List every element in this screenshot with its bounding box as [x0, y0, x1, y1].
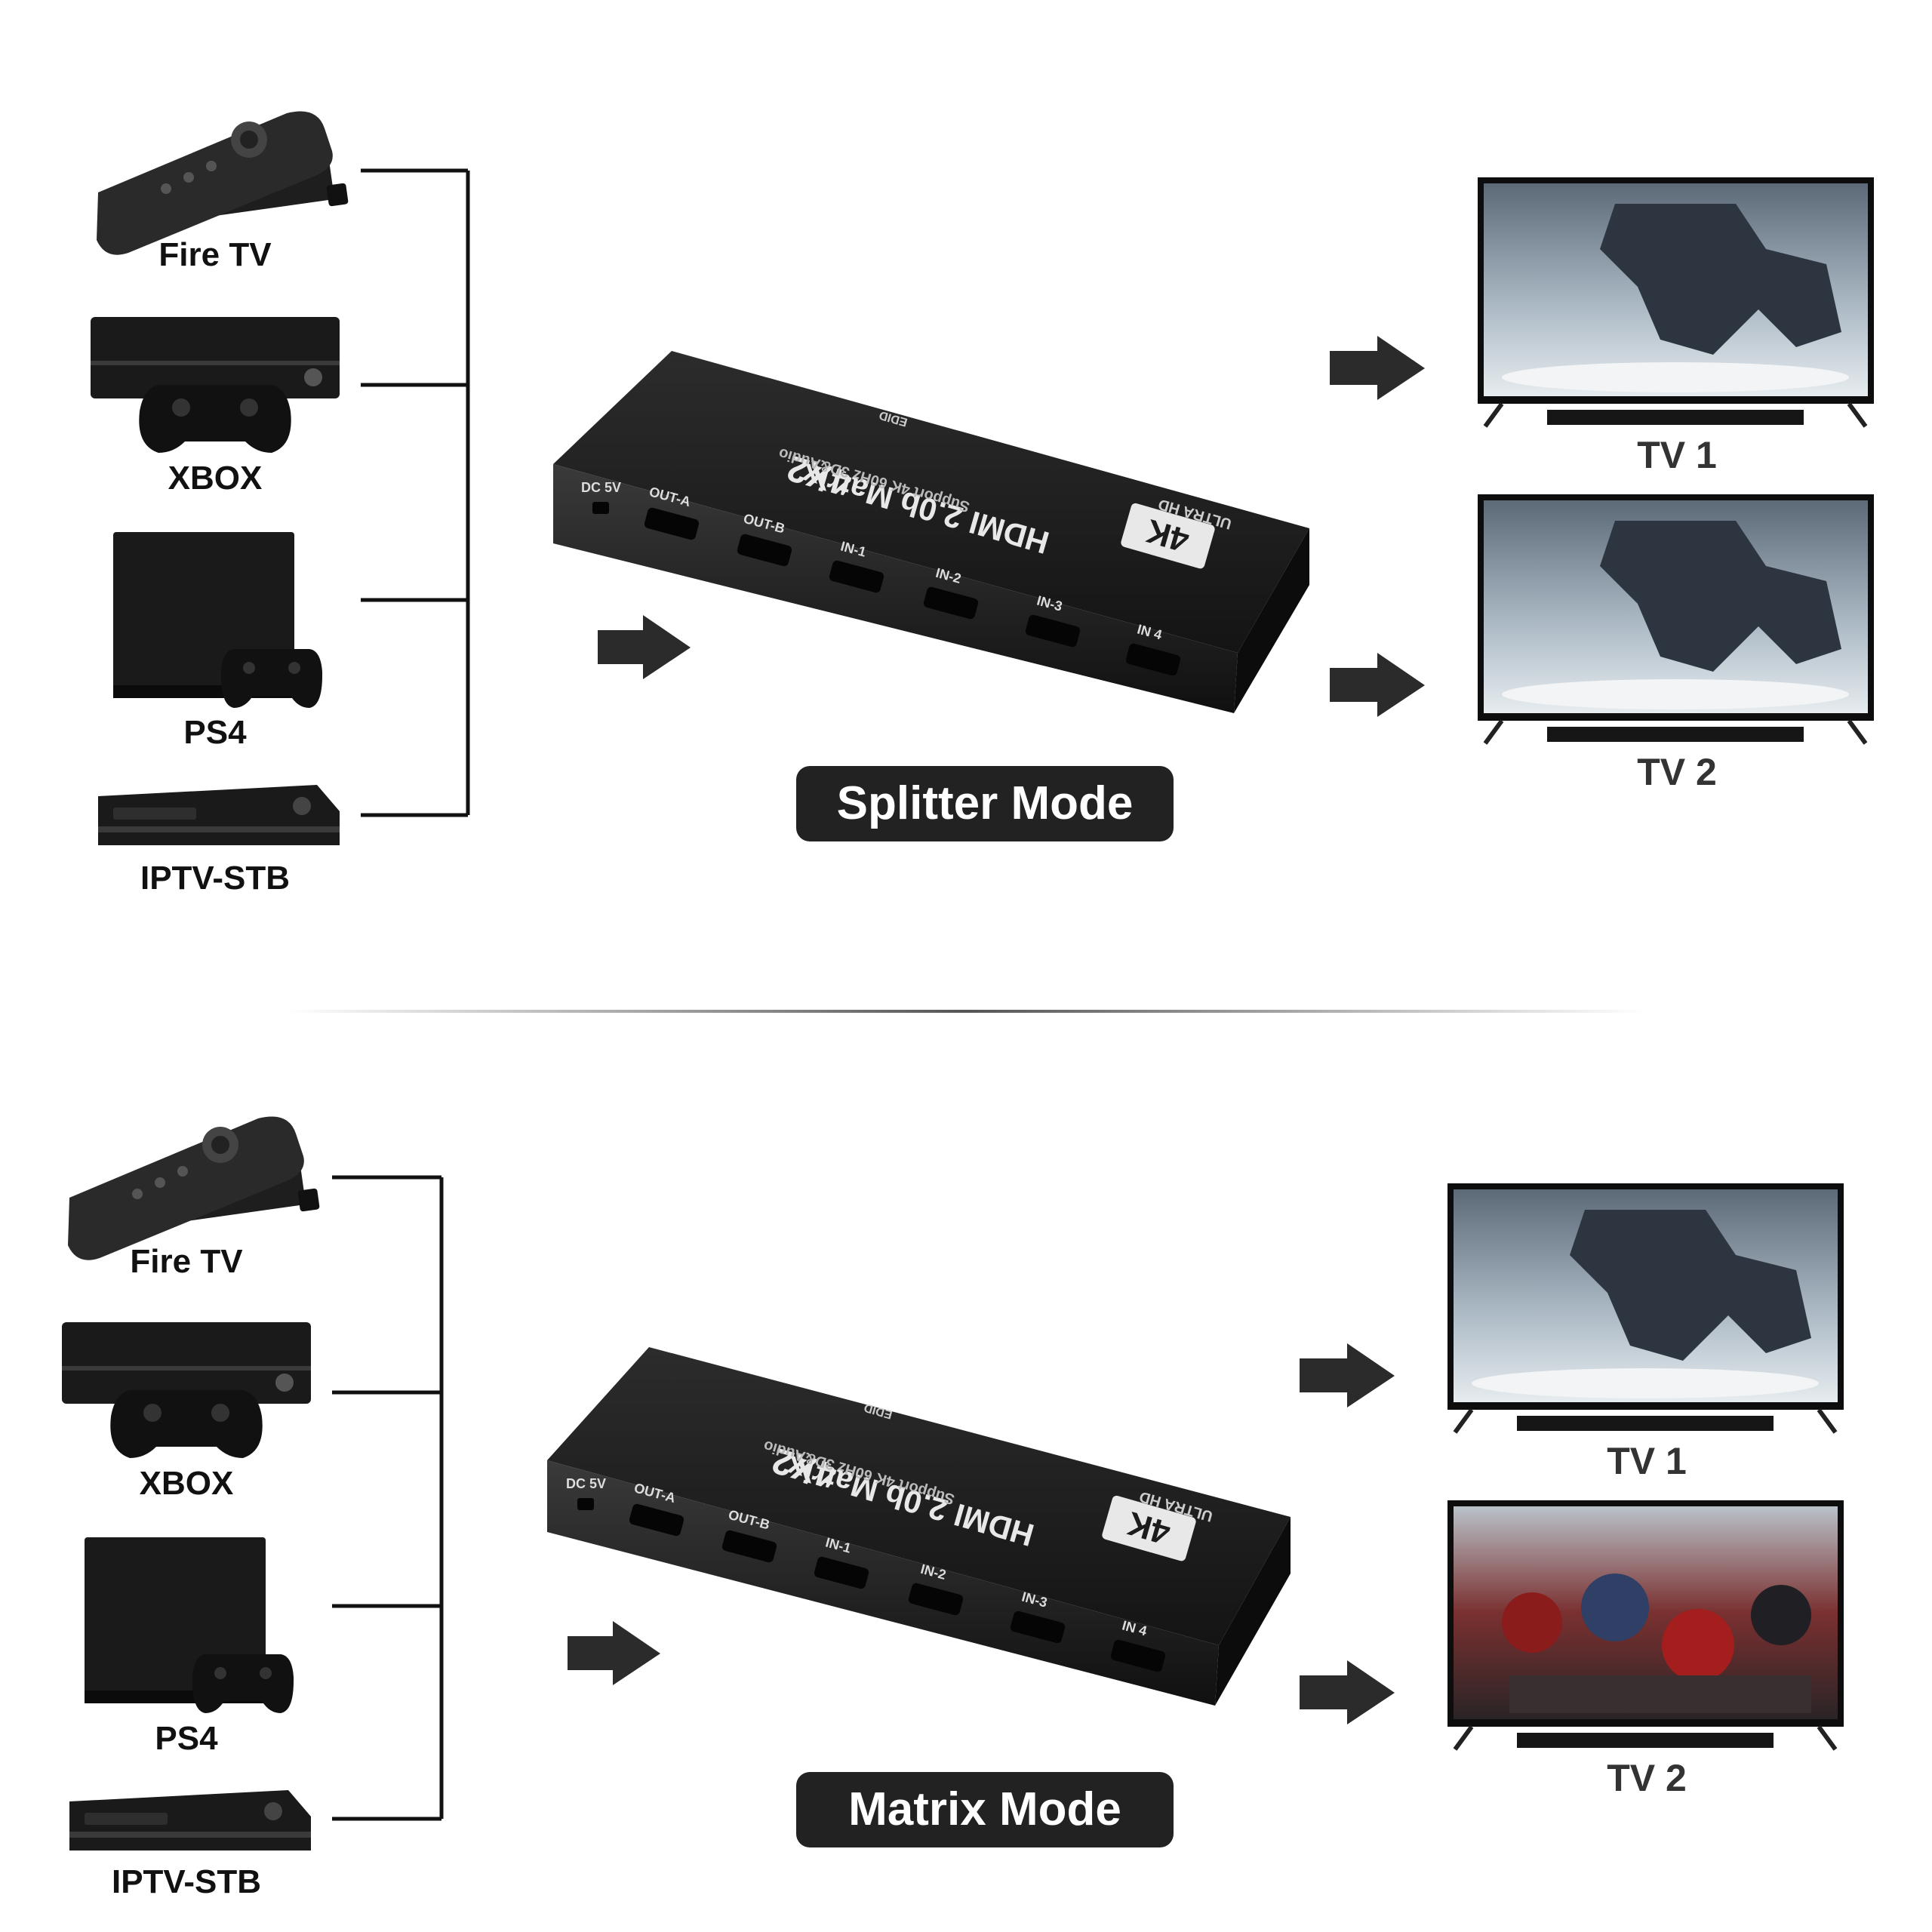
set-top-box-icon: [69, 1790, 311, 1850]
xbox-icon: [62, 1322, 311, 1458]
device-port-dc5v: DC 5V: [581, 480, 621, 514]
source-label-ps4: PS4: [155, 1720, 218, 1757]
source-label-ps4: PS4: [183, 714, 247, 751]
input-arrow: [598, 615, 691, 679]
section-divider: [287, 1010, 1645, 1013]
source-bracket: [332, 1175, 444, 1821]
source-label-xbox: XBOX: [140, 1465, 234, 1502]
output-arrow-tv1: [1330, 336, 1425, 400]
mode-label: Matrix Mode: [848, 1783, 1121, 1835]
set-top-box-icon: [98, 785, 340, 845]
source-bracket: [361, 168, 470, 817]
tv-1: [1478, 177, 1874, 428]
svg-text:DC 5V: DC 5V: [566, 1476, 606, 1491]
svg-text:DC 5V: DC 5V: [581, 480, 621, 495]
fire-tv-icon: [97, 111, 349, 255]
hdmi-matrix-device: HDMI 2.0b Matrix 4X2 Support 4K 60Hz 3D&…: [547, 1347, 1291, 1706]
tv-2: [1478, 494, 1874, 745]
tv-2: [1447, 1500, 1844, 1751]
source-label-fire-tv: Fire TV: [158, 236, 272, 273]
ps4-icon: [85, 1537, 294, 1713]
input-arrow: [568, 1621, 660, 1685]
tv-1: [1447, 1183, 1844, 1434]
mode-label-pill: [796, 1772, 1174, 1847]
fire-tv-icon: [68, 1116, 320, 1260]
matrix-mode-section: Fire TV XBOX PS4 IPTV-STB: [62, 1116, 1844, 1900]
source-label-iptv-stb: IPTV-STB: [140, 860, 290, 897]
splitter-mode-section: Fire TV XBOX PS4 IPTV-STB: [91, 111, 1874, 897]
source-label-xbox: XBOX: [168, 460, 263, 497]
tv-label-2: TV 2: [1607, 1757, 1687, 1799]
source-label-fire-tv: Fire TV: [130, 1243, 243, 1280]
output-arrow-tv2: [1330, 653, 1425, 717]
device-port-dc5v: DC 5V: [566, 1476, 606, 1510]
mode-label: Splitter Mode: [837, 777, 1134, 829]
tv-label-1: TV 1: [1607, 1440, 1687, 1482]
mode-label-pill: [796, 766, 1174, 841]
output-arrow-tv2: [1300, 1660, 1395, 1724]
hdmi-matrix-device: HDMI 2.0b Matrix 4X2 Support 4K 60Hz 3D&…: [553, 351, 1309, 713]
output-arrow-tv1: [1300, 1343, 1395, 1407]
ps4-icon: [113, 532, 323, 708]
source-label-iptv-stb: IPTV-STB: [112, 1863, 261, 1900]
tv-label-1: TV 1: [1637, 434, 1717, 476]
tv-label-2: TV 2: [1637, 751, 1717, 793]
xbox-icon: [91, 317, 340, 453]
